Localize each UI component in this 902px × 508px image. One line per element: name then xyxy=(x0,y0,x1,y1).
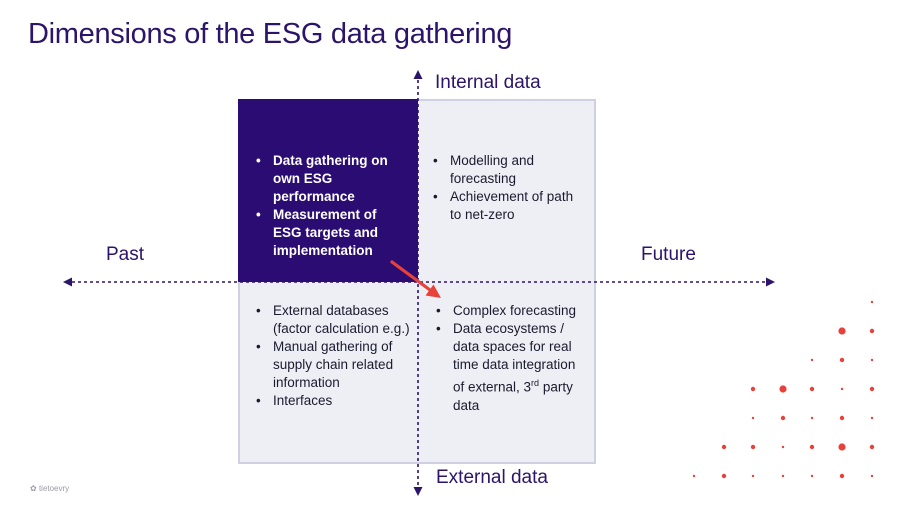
pattern-dot xyxy=(781,445,785,449)
pattern-dot xyxy=(751,474,755,478)
pattern-dot xyxy=(810,416,814,420)
arrow-down-icon xyxy=(413,487,423,496)
pattern-dot xyxy=(839,473,845,479)
pattern-dot xyxy=(869,328,875,334)
pattern-dot xyxy=(750,386,756,392)
list-item: Complex forecasting xyxy=(436,302,586,320)
logo-icon: ✿ xyxy=(30,484,39,493)
pattern-dot xyxy=(809,386,815,392)
pattern-dot xyxy=(870,358,874,362)
list-internal-past: Data gathering on own ESG performance Me… xyxy=(256,152,408,260)
pattern-dot xyxy=(869,386,875,392)
ordinal-suffix: rd xyxy=(531,378,540,388)
list-item: Measurement of ESG targets and implement… xyxy=(256,206,408,260)
pattern-dot xyxy=(750,444,756,450)
list-external-future: Complex forecasting Data ecosystems / da… xyxy=(436,302,586,415)
axis-label-internal: Internal data xyxy=(435,72,541,93)
list-item: Data gathering on own ESG performance xyxy=(256,152,408,206)
axis-label-external: External data xyxy=(436,467,548,488)
company-logo: ✿ tietoevry xyxy=(30,484,69,493)
pattern-dot xyxy=(779,385,787,393)
pattern-dot xyxy=(809,444,815,450)
list-external-past: External databases (factor calculation e… xyxy=(256,302,416,410)
pattern-dot xyxy=(692,474,696,478)
arrow-left-icon xyxy=(63,277,72,287)
pattern-dot xyxy=(870,474,874,478)
pattern-dot xyxy=(870,416,874,420)
pattern-dot xyxy=(810,474,814,478)
list-internal-future: Modelling and forecasting Achievement of… xyxy=(433,152,583,224)
list-item: Data ecosystems / data spaces for real t… xyxy=(436,320,586,415)
arrow-up-icon xyxy=(413,70,423,79)
transition-arrow-head-icon xyxy=(425,284,441,298)
pattern-dot xyxy=(721,444,727,450)
pattern-dot xyxy=(838,327,846,335)
pattern-dot xyxy=(839,415,845,421)
pattern-dot xyxy=(870,300,874,304)
list-item: Achievement of path to net-zero xyxy=(433,188,583,224)
pattern-dot xyxy=(838,443,846,451)
list-item: Interfaces xyxy=(256,392,416,410)
pattern-dot xyxy=(751,416,755,420)
pattern-dot xyxy=(869,444,875,450)
list-item: Manual gathering of supply chain related… xyxy=(256,338,416,392)
logo-text: tietoevry xyxy=(38,484,70,493)
transition-arrow-line xyxy=(390,260,432,292)
pattern-dot xyxy=(721,473,727,479)
pattern-dot xyxy=(781,474,785,478)
pattern-dot xyxy=(780,415,786,421)
arrow-right-icon xyxy=(766,277,775,287)
pattern-dot xyxy=(840,387,844,391)
pattern-dot xyxy=(810,358,814,362)
axis-label-future: Future xyxy=(641,244,696,265)
list-item: Modelling and forecasting xyxy=(433,152,583,188)
pattern-dot xyxy=(839,357,845,363)
list-item: External databases (factor calculation e… xyxy=(256,302,416,338)
decorative-dot-pattern xyxy=(692,300,875,479)
page-title: Dimensions of the ESG data gathering xyxy=(28,18,513,50)
axis-label-past: Past xyxy=(106,244,145,265)
